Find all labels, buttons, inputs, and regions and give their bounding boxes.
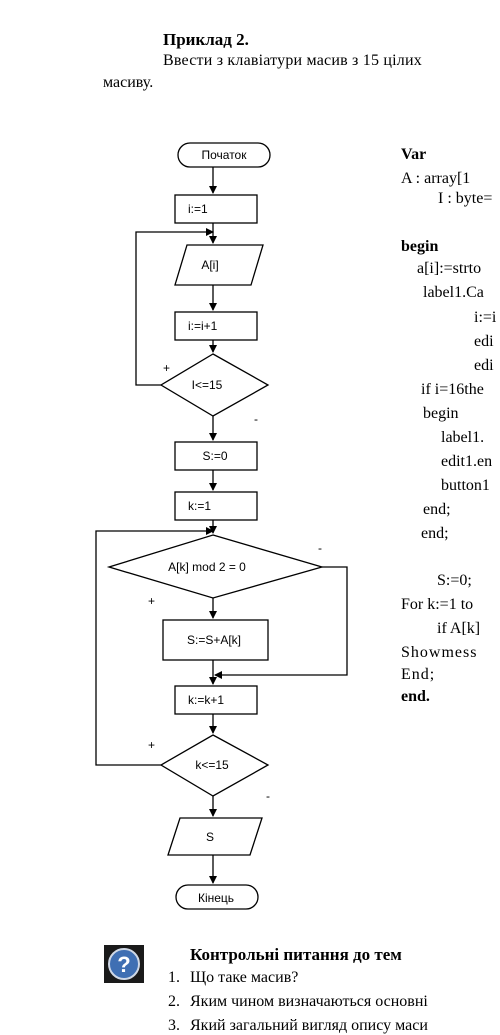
add-s-block xyxy=(162,619,269,661)
code-line: edi xyxy=(474,357,494,374)
inc-i-block xyxy=(174,311,258,341)
code-line: I : byte= xyxy=(438,190,493,207)
code-line: label1. xyxy=(441,429,485,446)
question-item: 3. Який загальний вигляд опису маси xyxy=(168,1017,428,1035)
code-line: For k:=1 to xyxy=(401,596,474,613)
question-item: 2. Яким чином визначаються основні xyxy=(168,993,428,1011)
question-item: 1. Що таке масив? xyxy=(168,969,298,987)
code-line: end; xyxy=(423,501,451,518)
check-i-plus: + xyxy=(163,361,170,375)
init-i-block xyxy=(174,194,258,224)
check-mod-label: A[k] mod 2 = 0 xyxy=(168,560,246,574)
code-line: button1 xyxy=(441,477,490,494)
end-label: Кінець xyxy=(198,891,234,905)
start-terminator xyxy=(177,142,271,168)
question-number: 1. xyxy=(168,969,180,986)
code-line: S:=0; xyxy=(437,572,472,589)
code-line: a[i]:=strto xyxy=(417,260,482,277)
code-line: if i=16the xyxy=(421,381,484,398)
output-s-block xyxy=(167,817,263,856)
check-i-minus: - xyxy=(254,412,258,426)
code-end: end. xyxy=(401,688,430,705)
input-ai-label: A[i] xyxy=(201,258,218,272)
code-line: end; xyxy=(421,525,449,542)
input-ai-block xyxy=(174,244,264,286)
question-text: Який загальний вигляд опису маси xyxy=(190,1017,428,1034)
init-k-block xyxy=(174,491,258,521)
code-line: A : array[1 xyxy=(401,170,471,187)
check-mod-plus: + xyxy=(148,594,155,608)
start-label: Початок xyxy=(202,148,248,162)
init-s-label: S:=0 xyxy=(202,449,227,463)
code-line: End; xyxy=(401,666,436,683)
end-terminator xyxy=(175,884,259,910)
code-line: i:=i xyxy=(474,309,497,326)
inc-k-block xyxy=(174,685,258,715)
code-var: Var xyxy=(401,146,427,163)
add-s-label: S:=S+A[k] xyxy=(187,633,241,647)
code-line: label1.Ca xyxy=(423,284,484,301)
svg-text:?: ? xyxy=(117,952,130,977)
question-mark-icon: ? xyxy=(104,945,144,983)
check-k-label: k<=15 xyxy=(195,758,229,772)
question-text: Що таке масив? xyxy=(190,969,299,986)
check-k-plus: + xyxy=(148,738,155,752)
code-line: if A[k] xyxy=(437,620,481,637)
code-line: edi xyxy=(474,333,494,350)
init-i-label: i:=1 xyxy=(188,202,208,216)
code-begin: begin xyxy=(401,238,439,255)
task-text-line-1: Ввести з клавіатури масив з 15 цілих xyxy=(163,52,422,69)
code-line: Showmess xyxy=(401,644,478,661)
example-title: Приклад 2. xyxy=(163,30,249,49)
output-s-label: S xyxy=(206,830,214,844)
check-mod-minus: - xyxy=(318,541,322,555)
inc-i-label: i:=i+1 xyxy=(188,319,218,333)
question-number: 2. xyxy=(168,993,180,1010)
task-text-line-2: масиву. xyxy=(103,74,154,91)
check-i-label: I<=15 xyxy=(192,378,223,392)
check-k-minus: - xyxy=(266,789,270,803)
init-k-label: k:=1 xyxy=(188,499,211,513)
inc-k-label: k:=k+1 xyxy=(188,693,224,707)
question-text: Яким чином визначаються основні xyxy=(190,993,428,1010)
question-number: 3. xyxy=(168,1017,180,1034)
init-s-block xyxy=(174,441,258,471)
code-line: edit1.en xyxy=(441,453,493,470)
questions-heading: Контрольні питання до тем xyxy=(190,945,402,964)
code-line: begin xyxy=(423,405,459,422)
